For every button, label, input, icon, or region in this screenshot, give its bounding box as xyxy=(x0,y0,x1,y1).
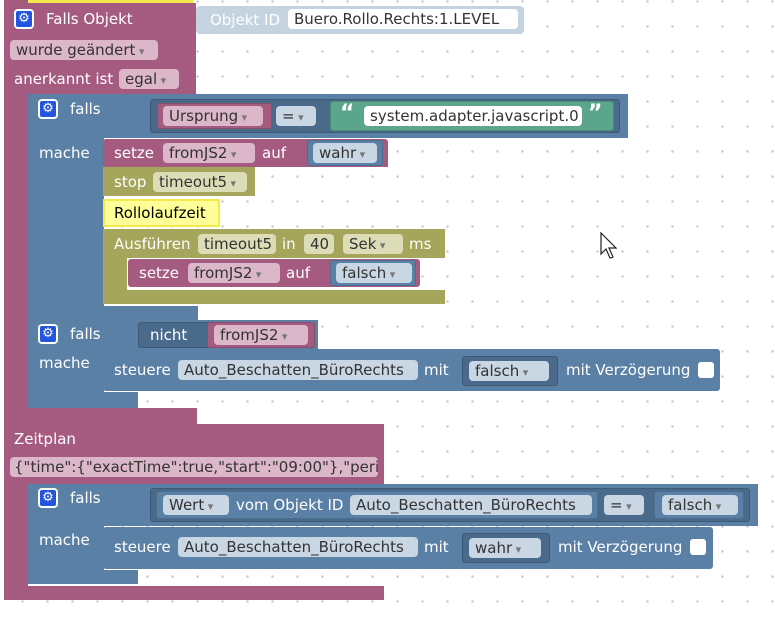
schedule-value[interactable]: {"time":{"exactTime":true,"start":"09:00… xyxy=(10,457,378,477)
set1-on-label: auf xyxy=(262,144,286,162)
control1-object[interactable]: Auto_Beschatten_BüroRechts xyxy=(178,360,418,380)
control1-value-dropdown[interactable]: falsch xyxy=(469,361,549,381)
if1-rhs-value[interactable]: system.adapter.javascript.0 xyxy=(364,106,582,126)
gear-icon[interactable]: ⚙ xyxy=(38,488,58,508)
if3-footer xyxy=(28,570,138,584)
if1-mache-label: mache xyxy=(39,144,90,162)
event-ack-dropdown[interactable]: egal xyxy=(119,69,179,89)
control2-delay-checkbox[interactable] xyxy=(690,539,706,555)
event-object-label: Objekt ID xyxy=(210,11,281,29)
set2-variable-dropdown[interactable]: fromJS2 xyxy=(188,263,280,283)
if3-operator-dropdown[interactable]: = xyxy=(604,495,644,515)
if3-falls-label: falls xyxy=(70,489,101,507)
if2-var-dropdown[interactable]: fromJS2 xyxy=(214,325,308,345)
stop-timer-dropdown[interactable]: timeout5 xyxy=(153,172,247,192)
if2-mache-label: mache xyxy=(39,354,90,372)
if1-operator-dropdown[interactable]: = xyxy=(276,106,316,126)
set1-variable-dropdown[interactable]: fromJS2 xyxy=(163,143,255,163)
comment-block[interactable] xyxy=(103,199,220,227)
control2-with-label: mit xyxy=(424,538,449,556)
stop-label: stop xyxy=(114,173,147,191)
if2-not-label: nicht xyxy=(150,326,188,344)
mouse-cursor-icon xyxy=(600,232,618,259)
if2-falls-label: falls xyxy=(70,325,101,343)
control1-label: steuere xyxy=(114,361,171,379)
if3-value-dropdown[interactable]: Wert xyxy=(163,495,229,515)
control2-object[interactable]: Auto_Beschatten_BüroRechts xyxy=(178,537,418,557)
control1-delay-checkbox[interactable] xyxy=(698,362,714,378)
event-title: Falls Objekt xyxy=(46,10,133,28)
event-block-top-accent xyxy=(18,0,194,3)
control1-delay-label: mit Verzögerung xyxy=(566,361,691,379)
comment-text: Rollolaufzeit xyxy=(114,204,206,222)
if2-footer xyxy=(28,392,138,408)
if3-from-object-label: vom Objekt ID xyxy=(236,496,344,514)
set1-label: setze xyxy=(114,144,155,162)
timeout-in-label: in xyxy=(282,235,296,253)
set1-value-dropdown[interactable]: wahr xyxy=(313,143,377,163)
timeout-ms-label: ms xyxy=(409,235,432,253)
gear-icon[interactable]: ⚙ xyxy=(38,324,58,344)
timeout-block-footer xyxy=(103,290,445,304)
set2-label: setze xyxy=(139,264,180,282)
control2-value-dropdown[interactable]: wahr xyxy=(469,538,541,558)
if1-falls-label: falls xyxy=(70,100,101,118)
timeout-value-input[interactable]: 40 xyxy=(304,234,334,254)
event-block-footer xyxy=(4,408,197,424)
event-block-body xyxy=(4,96,30,426)
event-ack-label: anerkannt ist xyxy=(14,70,114,88)
control2-delay-label: mit Verzögerung xyxy=(558,538,683,556)
schedule-footer xyxy=(4,586,384,600)
control2-label: steuere xyxy=(114,538,171,556)
timeout-label: Ausführen xyxy=(114,235,191,253)
if3-mache-label: mache xyxy=(39,531,90,549)
if1-footer xyxy=(28,306,198,320)
set2-on-label: auf xyxy=(286,264,310,282)
gear-icon[interactable]: ⚙ xyxy=(38,99,58,119)
set2-value-dropdown[interactable]: falsch xyxy=(336,263,412,283)
control1-with-label: mit xyxy=(424,361,449,379)
event-object-value[interactable]: Buero.Rollo.Rechts:1.LEVEL xyxy=(288,9,518,29)
if1-lhs-dropdown[interactable]: Ursprung xyxy=(163,106,263,126)
if3-rhs-dropdown[interactable]: falsch xyxy=(662,495,738,515)
timeout-unit-dropdown[interactable]: Sek xyxy=(343,234,403,254)
gear-icon[interactable]: ⚙ xyxy=(14,9,34,29)
schedule-spine xyxy=(4,424,28,600)
if1-spine xyxy=(28,94,104,320)
schedule-title: Zeitplan xyxy=(14,430,76,448)
quote-close-icon: ” xyxy=(588,101,603,126)
timeout-timer-dropdown[interactable]: timeout5 xyxy=(198,234,276,254)
event-change-dropdown[interactable]: wurde geändert xyxy=(10,40,158,60)
if3-object[interactable]: Auto_Beschatten_BüroRechts xyxy=(350,495,592,515)
quote-open-icon: “ xyxy=(340,101,355,126)
